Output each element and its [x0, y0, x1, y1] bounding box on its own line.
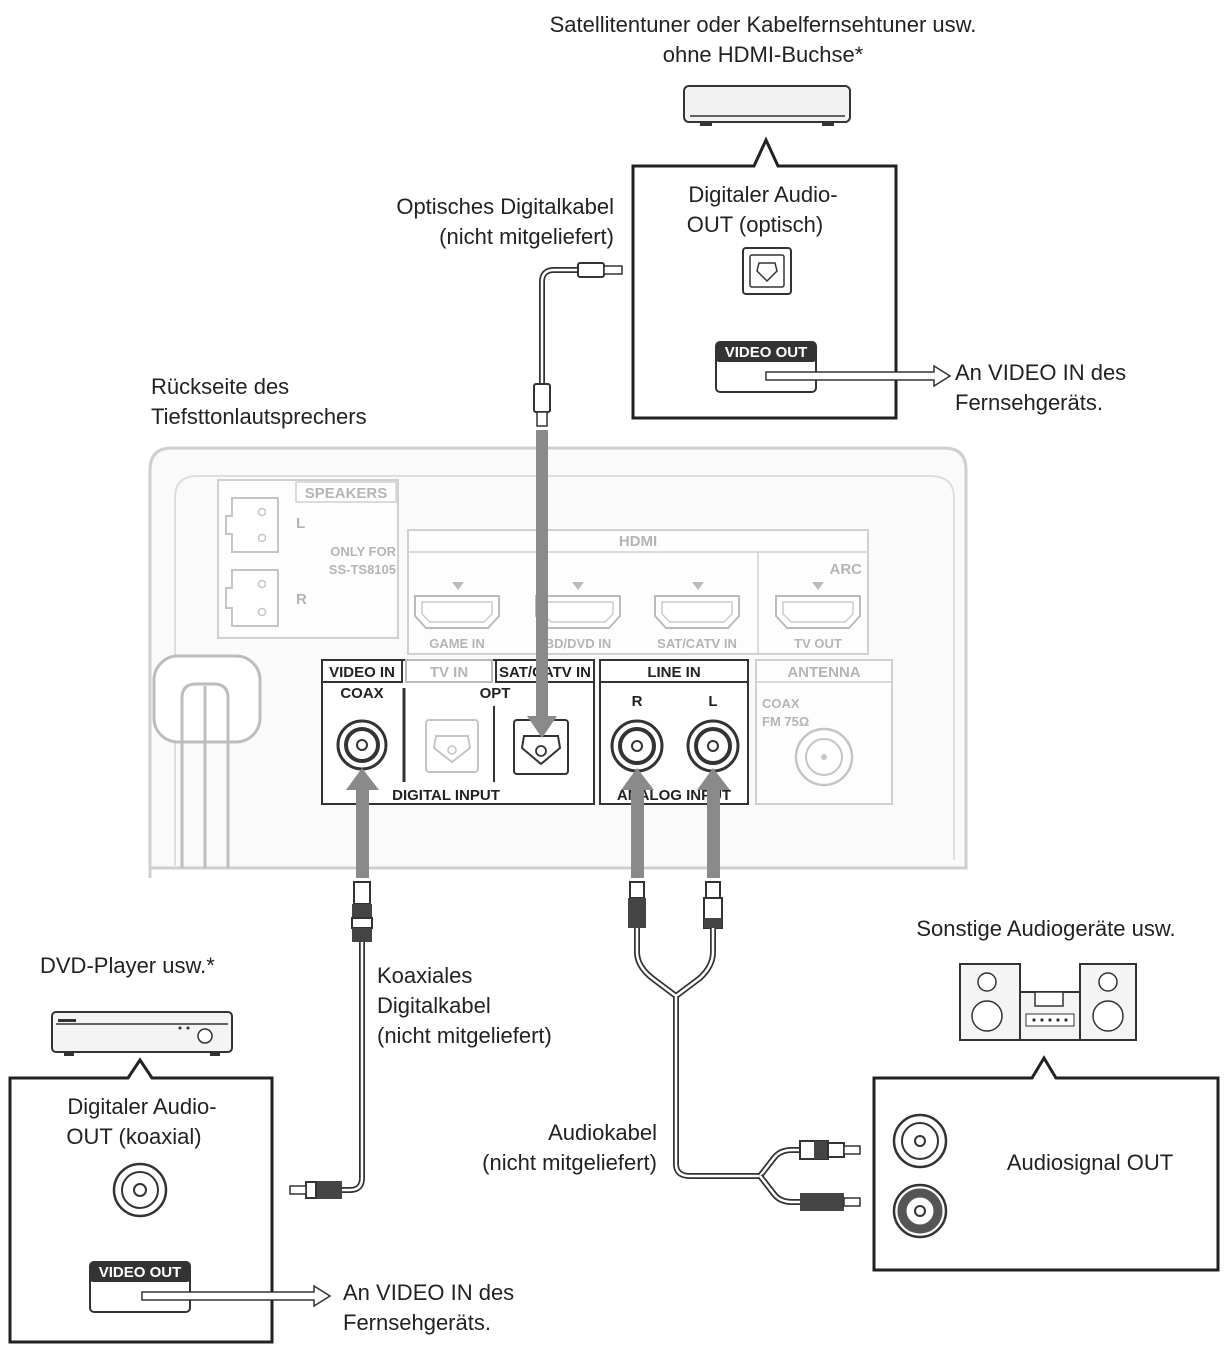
speakers-label: SPEAKERS: [305, 485, 388, 502]
digital-input-label: DIGITAL INPUT: [392, 787, 500, 804]
hdmi-bd-dvd-in-label: BD/DVD IN: [545, 636, 611, 651]
audio-device-callout-box: [872, 1055, 1220, 1272]
coax-cable-label-line2: Digitalkabel: [377, 993, 491, 1018]
dvd-tv-label-line2: Fernsehgeräts.: [343, 1310, 491, 1335]
satellite-box-label-line2: OUT (optisch): [687, 212, 824, 237]
tv-in-optical-jack-icon: [425, 719, 479, 773]
optical-cable: [533, 262, 623, 427]
antenna-section: ANTENNA COAX FM 75Ω: [755, 659, 893, 805]
optical-cable-label-line1: Optisches Digitalkabel: [396, 194, 614, 219]
dvd-tv-arrow: [141, 1284, 332, 1308]
hdmi-sat-catv-in-port: [654, 582, 740, 629]
only-for-line1: ONLY FOR: [330, 544, 396, 559]
audio-signal-out-label: Audiosignal OUT: [1007, 1150, 1173, 1175]
speaker-r-terminal-icon: [225, 569, 279, 627]
line-in-r-label: R: [632, 693, 643, 710]
line-in-label: LINE IN: [647, 664, 700, 681]
subwoofer-label-line2: Tiefsttonlautsprechers: [151, 404, 367, 429]
dvd-box-label-line2: OUT (koaxial): [66, 1124, 201, 1149]
antenna-fm-label: FM 75Ω: [762, 714, 809, 729]
line-in-l-arrow: [697, 768, 730, 878]
hdmi-sat-catv-in-label: SAT/CATV IN: [657, 636, 737, 651]
antenna-coax-label: COAX: [762, 696, 800, 711]
audio-device-title: Sonstige Audiogeräte usw.: [916, 916, 1175, 941]
satellite-video-out-label: VIDEO OUT: [725, 344, 808, 361]
optical-out-jack-icon: [742, 247, 792, 295]
coax-input-arrow: [346, 768, 379, 878]
satellite-tv-label-line2: Fernsehgeräts.: [955, 390, 1103, 415]
hdmi-game-in-port: [414, 582, 500, 629]
audio-out-jack-white-icon: [892, 1113, 948, 1169]
dvd-tv-label-line1: An VIDEO IN des: [343, 1280, 514, 1305]
hdmi-tv-out-label: TV OUT: [794, 636, 842, 651]
speaker-l-terminal-icon: [225, 497, 279, 553]
dvd-player-device-icon: [51, 1011, 233, 1056]
analog-input-label: ANALOG INPUT: [617, 787, 731, 804]
opt-label: OPT: [480, 685, 511, 702]
hdmi-label: HDMI: [619, 533, 657, 550]
audio-cable-label-line1: Audiokabel: [548, 1120, 657, 1145]
coax-cable: [289, 881, 373, 1199]
speaker-l-label: L: [296, 515, 305, 532]
audio-system-device-icon: [959, 963, 1137, 1041]
coax-label: COAX: [340, 685, 383, 702]
line-in-section: LINE IN R L ANALOG INPUT: [599, 659, 749, 805]
hdmi-arc-label: ARC: [830, 561, 863, 578]
coax-out-jack-icon: [112, 1162, 168, 1218]
antenna-label: ANTENNA: [787, 664, 860, 681]
dvd-box-label-line1: Digitaler Audio-: [67, 1094, 216, 1119]
speakers-section: SPEAKERS L R ONLY FOR SS-TS8105: [217, 479, 399, 639]
fm-antenna-jack-icon: [794, 727, 854, 787]
line-in-l-label: L: [708, 693, 717, 710]
coax-input-jack-icon: [336, 719, 388, 771]
satellite-tv-label-line1: An VIDEO IN des: [955, 360, 1126, 385]
satellite-title-line2: ohne HDMI-Buchse*: [663, 42, 864, 67]
satellite-tuner-device-icon: [683, 85, 851, 126]
line-in-r-arrow: [621, 768, 654, 878]
speaker-r-label: R: [296, 591, 307, 608]
only-for-line2: SS-TS8105: [329, 562, 396, 577]
audio-out-jack-red-icon: [892, 1183, 948, 1239]
dvd-video-out-jack: VIDEO OUT: [89, 1261, 191, 1313]
satellite-box-label-line1: Digitaler Audio-: [688, 182, 837, 207]
line-in-l-jack-icon: [686, 719, 740, 773]
hdmi-tv-out-port: [775, 582, 861, 629]
coax-cable-label-line1: Koaxiales: [377, 963, 472, 988]
line-in-r-jack-icon: [610, 719, 664, 773]
tv-in-tab-label: TV IN: [430, 664, 468, 681]
sat-catv-optical-jack-icon: [513, 719, 569, 775]
video-in-tab-label: VIDEO IN: [329, 664, 395, 681]
optical-cable-label-line2: (nicht mitgeliefert): [439, 224, 614, 249]
satellite-tv-arrow: [765, 364, 952, 388]
coax-cable-label-line3: (nicht mitgeliefert): [377, 1023, 552, 1048]
dvd-video-out-label: VIDEO OUT: [99, 1264, 182, 1281]
audio-cable: [628, 881, 861, 1211]
subwoofer-label-line1: Rückseite des: [151, 374, 289, 399]
dvd-title: DVD-Player usw.*: [40, 953, 215, 978]
hdmi-section: HDMI ARC GAME IN BD/DVD IN SAT/CATV IN T…: [407, 529, 869, 655]
digital-input-section: VIDEO IN TV IN SAT/CATV IN COAX OPT DIGI…: [321, 659, 595, 805]
satellite-title-line1: Satellitentuner oder Kabelfernsehtuner u…: [550, 12, 977, 37]
hdmi-game-in-label: GAME IN: [429, 636, 485, 651]
audio-cable-label-line2: (nicht mitgeliefert): [482, 1150, 657, 1175]
satellite-video-out-jack: VIDEO OUT: [715, 341, 817, 393]
optical-input-arrow: [527, 430, 557, 738]
